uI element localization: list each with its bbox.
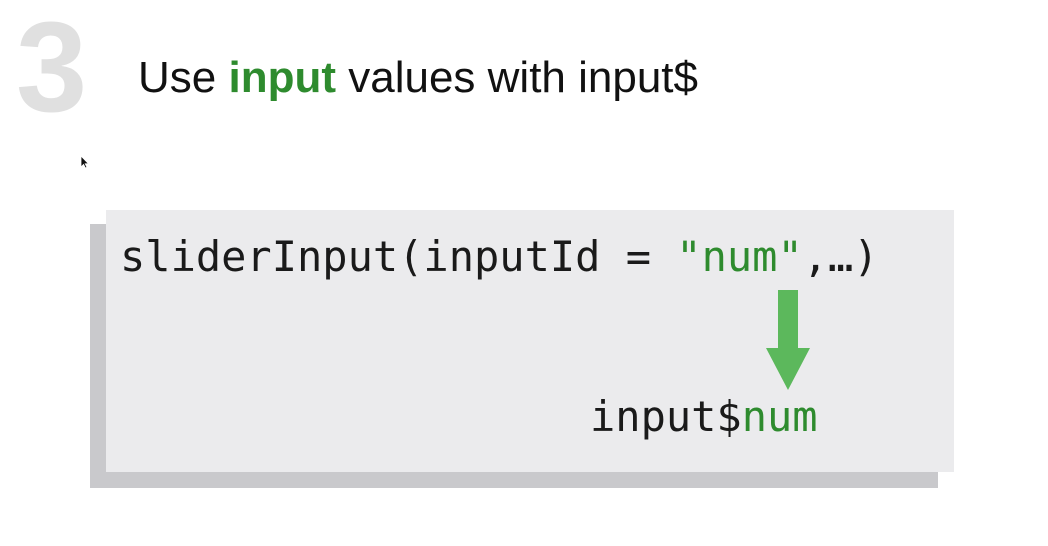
slider-input-code: sliderInput(inputId = "num",…) — [120, 232, 879, 282]
result-id: num — [741, 392, 818, 441]
code-input-id-literal: "num" — [676, 232, 803, 281]
slide-title: Use input values with input$ — [138, 52, 698, 104]
code-call-prefix: sliderInput(inputId = — [120, 232, 677, 281]
mouse-pointer-icon — [80, 155, 90, 169]
title-highlight: input — [228, 53, 336, 102]
title-suffix: values with input$ — [336, 53, 698, 102]
step-number: 3 — [16, 0, 88, 139]
code-box: sliderInput(inputId = "num",…) input$num — [106, 210, 954, 472]
result-prefix: input$ — [590, 392, 742, 441]
title-prefix: Use — [138, 53, 229, 102]
down-arrow-icon — [766, 290, 810, 390]
input-value-code: input$num — [590, 392, 818, 442]
code-call-suffix: ,…) — [802, 232, 879, 281]
